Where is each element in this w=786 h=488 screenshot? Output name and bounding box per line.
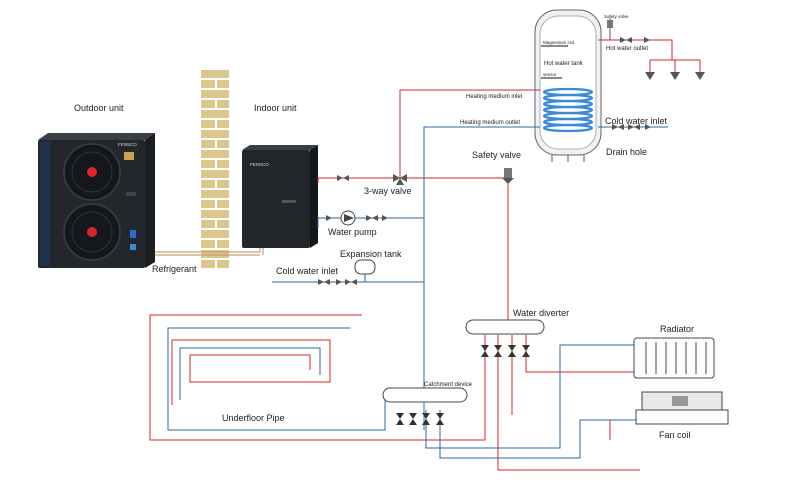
magnesium-rod-label: Magnesium rod bbox=[543, 40, 575, 45]
safety-valve bbox=[502, 168, 514, 184]
brick-wall bbox=[201, 70, 229, 268]
pump-arrow-icon bbox=[344, 214, 354, 222]
water-pump-label: Water pump bbox=[328, 227, 377, 237]
three-way-valve-label: 3-way valve bbox=[364, 186, 412, 196]
radiator-label: Radiator bbox=[660, 324, 694, 334]
sensor-label: sensor bbox=[543, 72, 557, 77]
shower-heads bbox=[645, 72, 705, 80]
outdoor-unit: FENSCO bbox=[38, 133, 155, 268]
underfloor-pipe-label: Underfloor Pipe bbox=[222, 413, 285, 423]
cold-water-inlet-right-label: Cold water inlet bbox=[605, 116, 668, 126]
outdoor-unit-label: Outdoor unit bbox=[74, 103, 124, 113]
refrigerant-label: Refrigerant bbox=[152, 264, 197, 274]
radiator bbox=[633, 337, 715, 379]
three-way-valve bbox=[393, 174, 407, 185]
catchment-device bbox=[382, 387, 468, 425]
hot-pipes bbox=[149, 39, 701, 471]
outdoor-brand: FENSCO bbox=[118, 142, 137, 147]
hot-water-tank-label: Hot water tank bbox=[544, 61, 584, 67]
indoor-brand: FENSCO bbox=[250, 162, 269, 167]
cold-water-inlet-left-label: Cold water inlet bbox=[276, 266, 339, 276]
heating-coil bbox=[542, 87, 594, 133]
hot-water-outlet-valves bbox=[620, 37, 650, 43]
fan-coil-label: Fan coil bbox=[659, 430, 691, 440]
indoor-unit: FENSCO bbox=[242, 145, 318, 248]
tank-safety-valve-label: Safety valve bbox=[604, 14, 629, 19]
expansion-tank bbox=[354, 259, 376, 275]
indoor-unit-label: Indoor unit bbox=[254, 103, 297, 113]
water-pump bbox=[326, 210, 388, 226]
safety-valve-label: Safety valve bbox=[472, 150, 521, 160]
hot-line-valve bbox=[337, 175, 349, 181]
catchment-device-label: Catchment device bbox=[424, 382, 473, 388]
heating-medium-inlet-label: Heating medium inlet bbox=[466, 94, 523, 100]
water-diverter bbox=[465, 319, 545, 357]
water-diverter-label: Water diverter bbox=[513, 308, 569, 318]
tank-safety-valve: Safety valve bbox=[604, 14, 629, 40]
expansion-tank-label: Expansion tank bbox=[340, 249, 402, 259]
cold-pipes bbox=[167, 126, 668, 459]
left-cold-inlet-valves bbox=[318, 279, 357, 285]
hot-water-outlet-label: Hot water outlet bbox=[606, 46, 648, 52]
fan-coil bbox=[635, 391, 729, 425]
hot-water-tank: Magnesium rod sensor Hot water tank bbox=[534, 9, 602, 162]
heating-medium-outlet-label: Heating medium outlet bbox=[460, 120, 520, 126]
tank-cold-inlet-valves bbox=[612, 124, 651, 130]
drain-hole-label: Drain hole bbox=[606, 147, 647, 157]
